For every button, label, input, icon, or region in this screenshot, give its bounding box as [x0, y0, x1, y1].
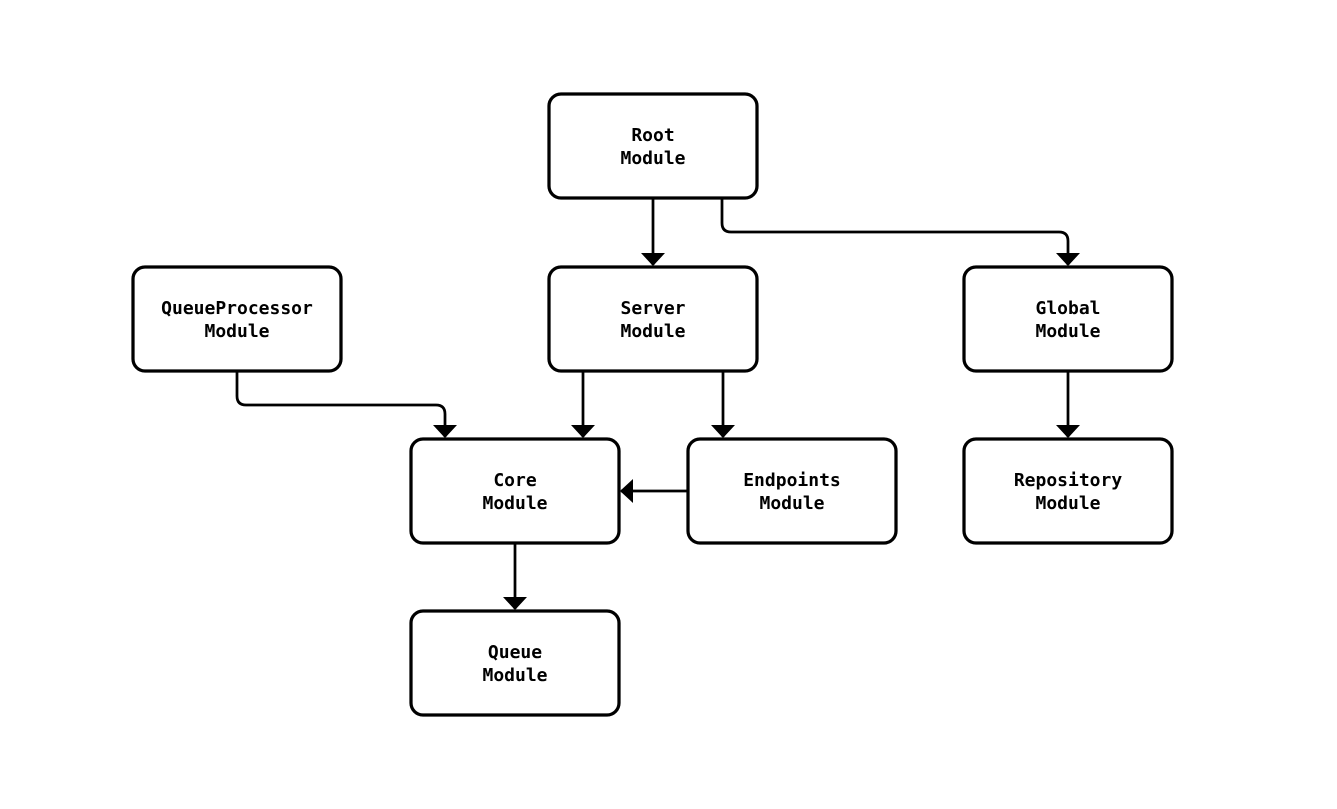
queueprocessor-box [131, 265, 343, 373]
server-box [547, 265, 759, 373]
root-box [547, 92, 759, 200]
repository-box [962, 437, 1174, 545]
queue-box [409, 609, 621, 717]
global-box [962, 265, 1174, 373]
edge-root-to-global [720, 198, 1080, 266]
edges-layer [235, 198, 1080, 610]
edge-queueprocessor-to-core [235, 371, 457, 438]
endpoints-box [686, 437, 898, 545]
core-box [409, 437, 621, 545]
